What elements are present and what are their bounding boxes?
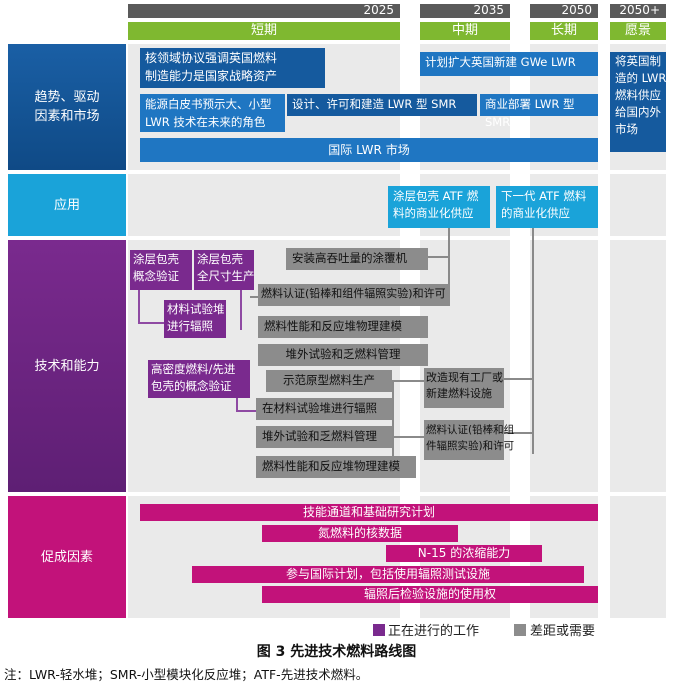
connector-line <box>236 410 258 412</box>
connector-line <box>250 296 260 298</box>
connector-line <box>392 380 424 382</box>
trend-energy-white-paper: 能源白皮书预示大、小型 LWR 技术在未来的角色 <box>140 94 285 132</box>
app-next-gen-atf: 下一代 ATF 燃料 的商业化供应 <box>496 186 598 228</box>
trend-new-build-gwe-lwr: 计划扩大英国新建 GWe LWR <box>420 52 598 76</box>
connector-line <box>236 398 238 412</box>
tech-modelling-2[interactable]: 燃料性能和反应堆物理建模 <box>256 456 416 478</box>
col-separator <box>510 44 530 618</box>
category-trends: 趋势、驱动 因素和市场 <box>8 44 126 170</box>
enabler-skills-research: 技能通道和基础研究计划 <box>140 504 598 521</box>
connector-line <box>428 256 448 258</box>
tech-coated-cladding-poc[interactable]: 涂层包壳 概念验证 <box>130 250 192 290</box>
enabler-international-programmes: 参与国际计划，包括使用辐照测试设施 <box>192 566 584 583</box>
enabler-n15-enrichment: N-15 的浓缩能力 <box>386 545 542 562</box>
legend-ongoing-swatch <box>373 624 385 636</box>
tech-coated-cladding-full-scale[interactable]: 涂层包壳 全尺寸生产 <box>194 250 255 290</box>
app-coated-cladding-atf: 涂层包壳 ATF 燃 料的商业化供应 <box>388 186 490 228</box>
legend-gap-swatch <box>514 624 526 636</box>
year-2050: 2050 <box>530 4 598 18</box>
legend-gap-label: 差距或需要 <box>530 624 596 639</box>
legend-ongoing-label: 正在进行的工作 <box>388 624 480 639</box>
tech-out-of-pile-2[interactable]: 堆外试验和乏燃料管理 <box>256 426 392 448</box>
figure-note: 注：LWR-轻水堆；SMR-小型模块化反应堆；ATF-先进技术燃料。 <box>4 667 369 682</box>
connector-line <box>448 228 450 298</box>
connector-line <box>392 436 424 438</box>
figure-caption: 图 3 先进技术燃料路线图 <box>256 644 417 660</box>
tech-fuel-facility[interactable]: 改造现有工厂或 新建燃料设施 <box>424 368 504 408</box>
tech-install-coater[interactable]: 安装高吞吐量的涂覆机 <box>286 248 428 270</box>
connector-line <box>504 378 532 380</box>
tech-mtr-irradiation-2[interactable]: 在材料试验堆进行辐照 <box>256 398 392 420</box>
trend-export-uk-fuel: 将英国制 造的 LWR 燃料供应 给国内外 市场 <box>610 52 666 152</box>
tech-prototype-production[interactable]: 示范原型燃料生产 <box>266 370 392 392</box>
term-mid: 中期 <box>420 22 510 40</box>
year-2035: 2035 <box>420 4 510 18</box>
tech-out-of-pile-1[interactable]: 堆外试验和乏燃料管理 <box>258 344 428 366</box>
tech-fuel-qualification-2[interactable]: 燃料认证(铅棒和组 件辐照实验)和许可 <box>424 420 514 460</box>
tech-modelling-1[interactable]: 燃料性能和反应堆物理建模 <box>258 316 428 338</box>
enabler-pie-facilities: 辐照后检验设施的使用权 <box>262 586 598 603</box>
trend-international-lwr-market: 国际 LWR 市场 <box>140 138 598 162</box>
connector-line <box>138 322 166 324</box>
year-2050-plus: 2050+ <box>610 4 666 18</box>
col-separator <box>598 44 610 618</box>
enabler-nitride-nuclear-data: 氮燃料的核数据 <box>262 525 458 542</box>
term-vision: 愿景 <box>610 22 666 40</box>
connector-line <box>504 432 532 434</box>
connector-line <box>240 290 242 330</box>
tech-mtr-irradiation-1[interactable]: 材料试验堆 进行辐照 <box>164 300 226 338</box>
trend-design-license-smr: 设计、许可和建造 LWR 型 SMR <box>287 94 477 116</box>
category-enablers: 促成因素 <box>8 496 126 618</box>
connector-line <box>532 228 534 454</box>
trend-commercial-smr: 商业部署 LWR 型 SMR <box>480 94 598 129</box>
tech-fuel-qualification-1[interactable]: 燃料认证(铅棒和组件辐照实验)和许可 <box>258 284 450 306</box>
tech-high-density-poc[interactable]: 高密度燃料/先进 包壳的概念验证 <box>148 360 250 398</box>
year-2025: 2025 <box>128 4 400 18</box>
category-tech: 技术和能力 <box>8 240 126 492</box>
connector-line <box>138 290 140 324</box>
connector-line <box>392 380 394 464</box>
term-short: 短期 <box>128 22 400 40</box>
term-long: 长期 <box>530 22 598 40</box>
category-application: 应用 <box>8 174 126 236</box>
trend-nuclear-sector-deal: 核领域协议强调英国燃料 制造能力是国家战略资产 <box>140 48 325 88</box>
